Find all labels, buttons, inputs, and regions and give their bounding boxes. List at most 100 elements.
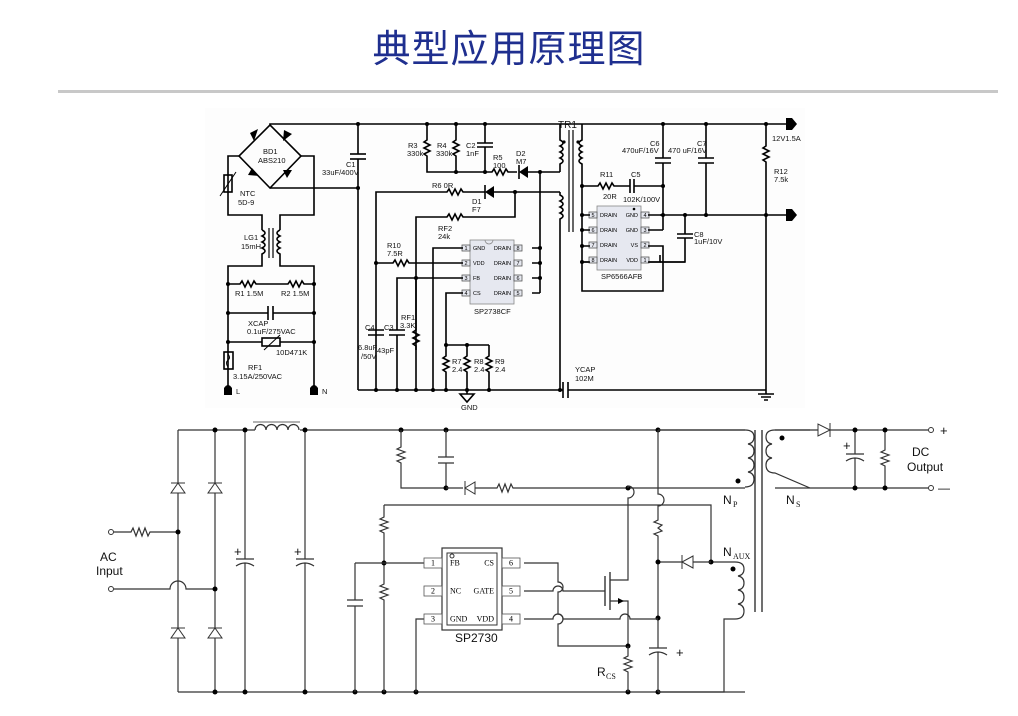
pin-number: 8 — [591, 258, 594, 264]
pin-label: DRAIN — [600, 258, 617, 264]
resistor-r12 — [761, 124, 771, 390]
d1-value: F7 — [472, 205, 481, 214]
pin-label: NC — [450, 587, 461, 596]
pin-label: VS — [631, 243, 639, 249]
pin-number: 6 — [516, 276, 519, 282]
c7-value: 470 uF/16V — [668, 146, 707, 155]
ntc-label: NTC — [240, 189, 256, 198]
page-title: 典型应用原理图 — [372, 27, 646, 71]
output-terminal-positive — [786, 118, 797, 130]
vdd-capacitor — [648, 561, 682, 692]
d1-label: D1 — [472, 197, 482, 206]
pin-label: DRAIN — [494, 246, 511, 252]
input-resistor — [114, 526, 178, 538]
c4-label: C4 — [365, 323, 375, 332]
c4-voltage: /50V — [361, 352, 376, 361]
rcs-sub: CS — [606, 672, 616, 681]
output-resistor — [879, 430, 891, 488]
bottom-schematic: AC Input + + N P N S — [96, 421, 950, 695]
pin-number: 7 — [516, 261, 519, 267]
rcs-label: R — [597, 665, 606, 679]
c6-value: 470uF/16V — [622, 146, 659, 155]
output-rating: 12V1.5A — [772, 134, 801, 143]
resistor-r10 — [376, 258, 463, 268]
title-divider — [58, 90, 998, 93]
pin-label: GND — [473, 246, 485, 252]
pin-number: 6 — [591, 228, 594, 234]
r12-label: R12 — [774, 167, 788, 176]
pin-number: 3 — [464, 276, 467, 282]
capacitor-c2 — [477, 124, 493, 172]
pin-label: GND — [450, 615, 468, 624]
r10-value: 7.5R — [387, 249, 403, 258]
c4-value: 6.8uF — [358, 343, 378, 352]
xcap-label: XCAP — [248, 319, 268, 328]
pin-number: 3 — [431, 615, 435, 624]
minus-sign: — — [938, 481, 950, 495]
r6-label: R6 0R — [432, 181, 454, 190]
pin-number: 2 — [431, 587, 435, 596]
r4-value: 330k — [436, 149, 453, 158]
cap-plus-out: + — [843, 438, 851, 453]
r8-value: 2.4 — [474, 365, 484, 374]
c2-label: C2 — [466, 141, 476, 150]
resistor-r7 — [441, 345, 451, 390]
snubber-diode — [464, 481, 476, 495]
r12-value: 7.5k — [774, 175, 788, 184]
rf1-value: 3.3K — [400, 321, 415, 330]
top-schematic: BD1 ABS210 NTC 5D-9 C1 33uF/400V LG1 15m… — [205, 108, 805, 412]
d2-value: M7 — [516, 157, 526, 166]
capacitor-c4 — [368, 329, 384, 336]
pin-number: 2 — [643, 243, 646, 249]
plus-sign: + — [940, 423, 948, 438]
ic2-name: SP6566AFB — [601, 272, 642, 281]
ntc-thermistor — [223, 174, 233, 193]
resistor-rf1 — [411, 278, 421, 350]
gnd-label: GND — [461, 403, 478, 412]
resistor-r4 — [451, 124, 461, 172]
pin-label: GND — [626, 213, 638, 219]
pin-number: 5 — [591, 213, 594, 219]
resistor-r8 — [462, 345, 472, 390]
cap-plus-1: + — [234, 544, 242, 559]
snubber-resistor-2 — [475, 482, 745, 494]
r9-label: R9 — [495, 357, 505, 366]
c7-label: C7 — [697, 139, 707, 148]
rail-dots — [212, 427, 661, 695]
ycap — [562, 382, 766, 398]
ycap-label: YCAP — [575, 365, 595, 374]
r11-label: R11 — [600, 170, 613, 179]
output-capacitor — [845, 430, 865, 488]
dc-output-label: DC — [912, 445, 930, 459]
pin-number: 4 — [509, 615, 513, 624]
pin-number: 4 — [464, 291, 467, 297]
capacitor-c3 — [389, 277, 463, 390]
fb-divider-resistors — [378, 505, 390, 692]
pin-label: VDD — [473, 261, 485, 267]
r3-value: 330k — [407, 149, 424, 158]
naux-sub: AUX — [733, 552, 751, 561]
r7-label: R7 — [452, 357, 462, 366]
c3-label: C3 — [384, 323, 394, 332]
pin-label: FB — [450, 559, 460, 568]
input-inductor — [254, 423, 300, 431]
resistor-rf2 — [415, 192, 516, 390]
secondary-winding — [765, 429, 811, 489]
ns-label: N — [786, 493, 795, 507]
r1-label: R1 1.5M — [235, 289, 263, 298]
c2-value: 1nF — [466, 149, 479, 158]
varistor-value: 10D471K — [276, 348, 307, 357]
r8-label: R8 — [474, 357, 484, 366]
output-diode — [817, 423, 832, 437]
aux-diode — [680, 555, 694, 569]
aux-winding — [384, 504, 745, 693]
dc-output-label-2: Output — [907, 460, 944, 474]
ic-pin: 2 NC — [423, 585, 461, 597]
lg1-label: LG1 — [244, 233, 258, 242]
